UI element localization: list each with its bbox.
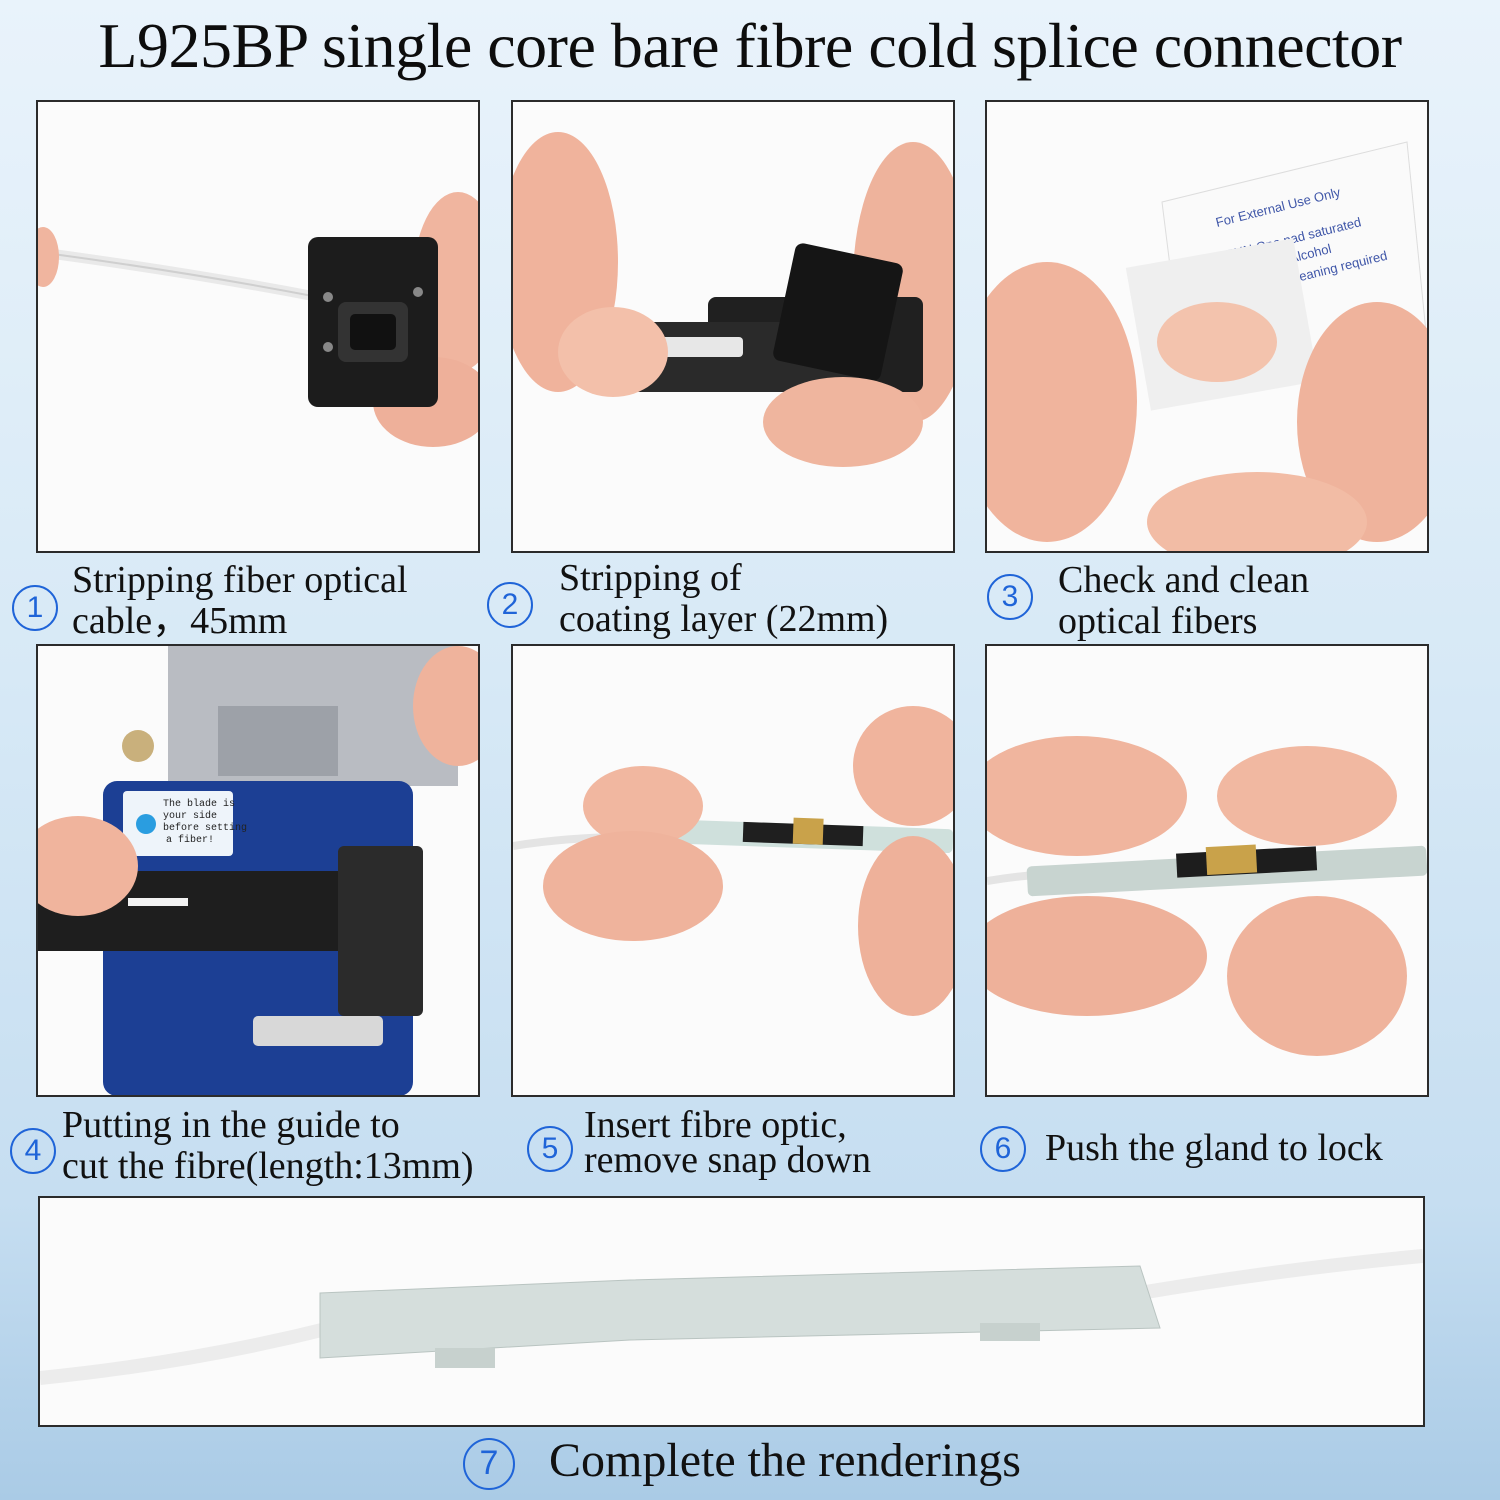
alcohol-pad-illustration: For External Use Only NTAIN:One pad satu… [987, 141, 1427, 551]
step-7-caption: Complete the renderings [549, 1434, 1021, 1487]
stripper-tool-illustration [38, 192, 478, 447]
cleaver-label-1: The blade is [163, 798, 235, 810]
step-2-caption: Stripping of coating layer (22mm) [559, 557, 889, 640]
cleaver-label-3: before setting [163, 822, 247, 834]
cleaver-illustration: The blade is your side before setting a … [38, 646, 478, 1095]
insert-fibre-illustration [513, 706, 953, 1016]
coating-stripper-illustration [513, 132, 953, 467]
step-6-caption: Push the gland to lock [1045, 1127, 1383, 1169]
push-gland-illustration [987, 736, 1427, 1056]
step-4-caption: Putting in the guide to cut the fibre(le… [62, 1104, 474, 1187]
step-1-caption: Stripping fiber optical cable，45mm [72, 559, 408, 642]
step-4-number: 4 [10, 1128, 56, 1174]
page-title: L925BP single core bare fibre cold splic… [98, 10, 1402, 81]
photo-step-4: The blade is your side before setting a … [36, 644, 480, 1097]
photo-step-3: For External Use Only NTAIN:One pad satu… [985, 100, 1429, 553]
step-3-number: 3 [987, 574, 1033, 620]
photo-step-6 [985, 644, 1429, 1097]
photo-step-2 [511, 100, 955, 553]
photo-step-1 [36, 100, 480, 553]
step-1-number: 1 [12, 585, 58, 631]
cleaver-label-2: your side [163, 810, 217, 822]
step-2-number: 2 [487, 582, 533, 628]
step-3-caption: Check and clean optical fibers [1058, 559, 1310, 642]
step-6-number: 6 [980, 1126, 1026, 1172]
step-7-number: 7 [463, 1438, 515, 1490]
photo-step-7 [38, 1196, 1425, 1427]
step-5-caption: Insert fibre optic, remove snap down [584, 1104, 872, 1181]
finished-connector-illustration [40, 1249, 1423, 1385]
cleaver-label-4: a fiber! [166, 834, 214, 846]
photo-step-5 [511, 644, 955, 1097]
step-5-number: 5 [527, 1126, 573, 1172]
